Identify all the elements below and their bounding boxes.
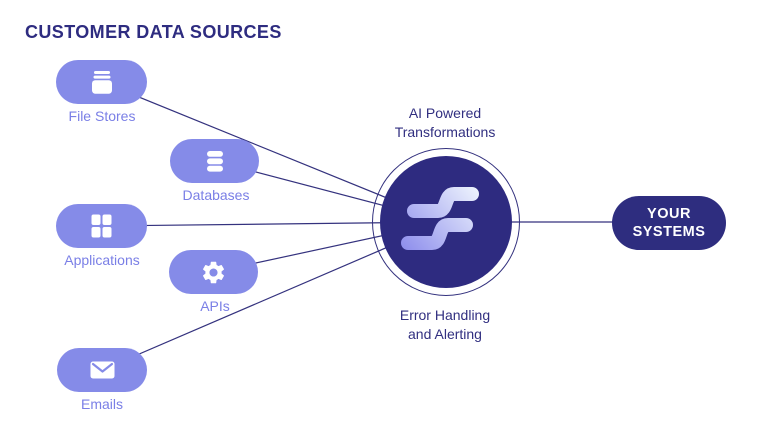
source-label: Databases [182, 187, 250, 203]
flow-logo-icon [380, 154, 512, 291]
source-label: Applications [64, 252, 140, 268]
file-stack-icon [89, 70, 115, 95]
source-pill-apis [169, 250, 258, 294]
envelope-icon [90, 361, 115, 379]
hub-top-label: AI Powered Transformations [394, 105, 496, 140]
source-label: File Stores [68, 108, 136, 124]
page-title: CUSTOMER DATA SOURCES [25, 22, 282, 42]
source-pill-file-stores [56, 60, 147, 104]
app-grid-icon [91, 214, 112, 238]
source-pill-databases [170, 139, 259, 183]
hub-circle [380, 156, 512, 288]
source-label: Emails [80, 396, 123, 412]
hub-bottom-label: Error Handling and Alerting [399, 307, 491, 342]
your-systems-label: YOUR SYSTEMS [632, 206, 706, 240]
source-pill-emails [57, 348, 147, 392]
database-icon [205, 150, 225, 172]
gear-icon [200, 259, 227, 286]
your-systems-pill: YOUR SYSTEMS [612, 196, 726, 250]
source-label: APIs [200, 298, 230, 314]
hub-outer-ring [372, 148, 520, 296]
source-pill-applications [56, 204, 147, 248]
